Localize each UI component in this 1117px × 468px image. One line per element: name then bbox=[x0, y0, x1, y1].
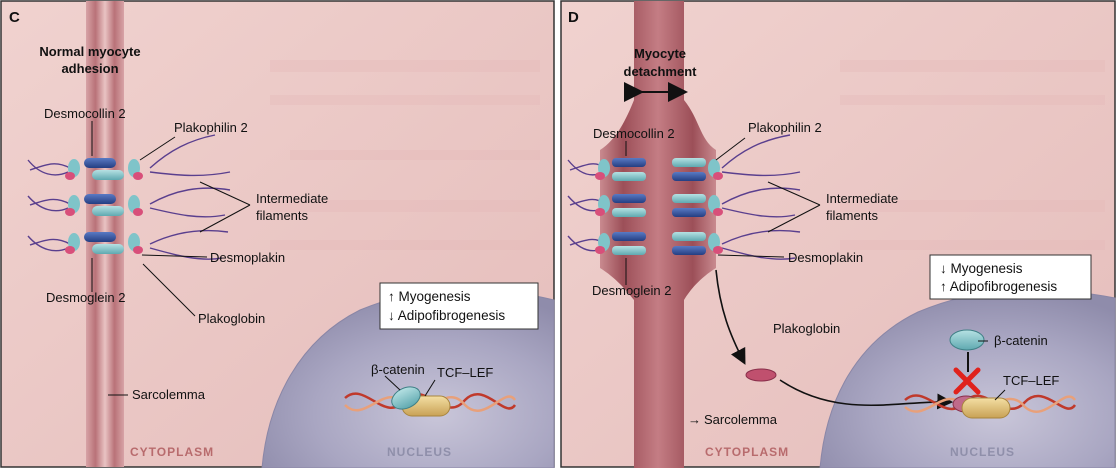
panel-d-state-title-line1: Myocyte bbox=[634, 46, 686, 61]
panel-d-translocation-arrow bbox=[715, 269, 746, 365]
panel-c-cytoplasm-label: CYTOPLASM bbox=[130, 445, 214, 459]
panel-c-intermediate-label-line1: Intermediate bbox=[256, 191, 328, 206]
panel-d-letter: D bbox=[568, 9, 579, 26]
panel-d-sarcolemma-label: Sarcolemma bbox=[704, 412, 778, 427]
panel-d-sarcolemma-arrow: → bbox=[688, 412, 701, 427]
panel-c-effect-1: ↑ Myogenesis bbox=[388, 289, 471, 304]
panel-d-beta-catenin-label: β-catenin bbox=[994, 333, 1048, 348]
panel-c-desmocollin-label: Desmocollin 2 bbox=[44, 106, 126, 121]
panel-d-effect-1: ↓ Myogenesis bbox=[940, 261, 1023, 276]
desmosome-row bbox=[595, 194, 723, 217]
panel-d-effect-2: ↑ Adipofibrogenesis bbox=[940, 279, 1057, 294]
panel-c-nucleus-label: NUCLEUS bbox=[387, 445, 452, 459]
panel-c-effect-2: ↓ Adipofibrogenesis bbox=[388, 308, 505, 323]
panel-c-state-title-line1: Normal myocyte bbox=[39, 44, 140, 59]
panel-d-myofibrils bbox=[840, 60, 1105, 250]
panel-c-beta-catenin bbox=[391, 386, 421, 410]
panel-c-desmoglein-label: Desmoglein 2 bbox=[46, 290, 126, 305]
panel-c bbox=[0, 0, 555, 468]
panel-c-leaders bbox=[91, 121, 436, 397]
panel-d-desmosome bbox=[595, 158, 723, 255]
panel-c-effects-box bbox=[379, 282, 539, 330]
inhibit-x-icon bbox=[953, 367, 981, 395]
panel-d-plakophilin-label: Plakophilin 2 bbox=[748, 120, 822, 135]
panel-d-effects-box bbox=[929, 254, 1092, 300]
panel-c-filaments bbox=[27, 134, 231, 260]
panel-d-membrane bbox=[600, 1, 716, 468]
panel-d-plakoglobin-label: Plakoglobin bbox=[773, 321, 840, 336]
desmosome-row bbox=[65, 232, 143, 254]
panel-d-beta-catenin bbox=[949, 329, 985, 351]
desmosome-row bbox=[595, 232, 723, 255]
panel-c-myofibrils bbox=[270, 60, 540, 250]
panel-d-nucleus-label: NUCLEUS bbox=[950, 445, 1015, 459]
panel-c-tcf-lef-label: TCF–LEF bbox=[437, 365, 493, 380]
panel-d-intermediate-label-line2: filaments bbox=[826, 208, 879, 223]
panel-d-state-title-line2: detachment bbox=[624, 64, 698, 79]
panel-c-intermediate-label-line2: filaments bbox=[256, 208, 309, 223]
panel-c-state-title-line2: adhesion bbox=[61, 61, 118, 76]
panel-c-desmoplakin-label: Desmoplakin bbox=[210, 250, 285, 265]
panel-d-intermediate-label-line1: Intermediate bbox=[826, 191, 898, 206]
panel-d-leaders bbox=[625, 137, 1006, 401]
panel-d bbox=[560, 0, 1116, 468]
panel-d-desmocollin-label: Desmocollin 2 bbox=[593, 126, 675, 141]
panel-c-plakoglobin-label: Plakoglobin bbox=[198, 311, 265, 326]
panel-d-cytoplasm-label: CYTOPLASM bbox=[705, 445, 789, 459]
panel-c-desmosome bbox=[65, 158, 143, 254]
panel-c-beta-catenin-label: β-catenin bbox=[371, 362, 425, 377]
panel-c-letter: C bbox=[9, 9, 20, 26]
desmosome-row bbox=[595, 158, 723, 181]
panel-d-desmoplakin-label: Desmoplakin bbox=[788, 250, 863, 265]
panel-d-tcf-lef-label: TCF–LEF bbox=[1003, 373, 1059, 388]
panel-c-plakophilin-label: Plakophilin 2 bbox=[174, 120, 248, 135]
desmosome-row bbox=[65, 194, 143, 216]
panel-c-sarcolemma-label: Sarcolemma bbox=[132, 387, 206, 402]
panel-d-plakoglobin-molecule bbox=[745, 368, 777, 382]
panel-d-desmoglein-label: Desmoglein 2 bbox=[592, 283, 672, 298]
desmosome-row bbox=[65, 158, 143, 180]
panel-d-tcf-lef bbox=[961, 397, 1011, 419]
